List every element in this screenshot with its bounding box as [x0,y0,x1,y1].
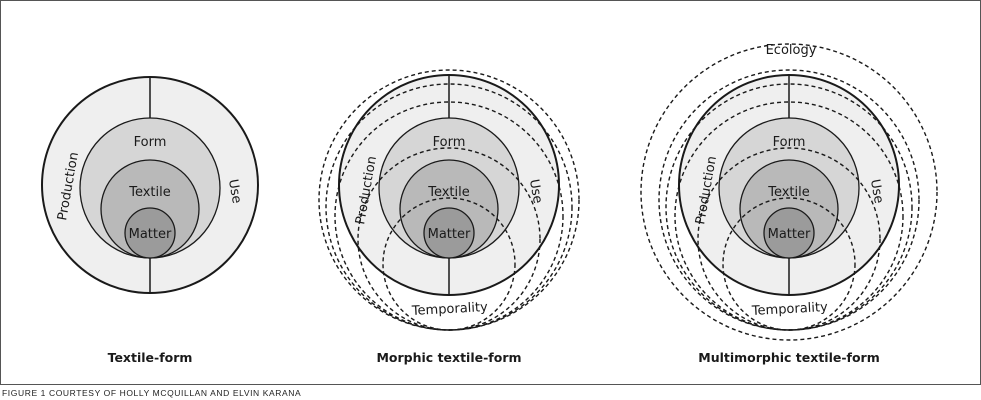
caption-multimorphic-textile-form: Multimorphic textile-form [698,350,880,365]
matter-circle [124,207,176,259]
matter-label: Matter [768,227,811,242]
ecology-rings [640,43,938,341]
matter-circle [763,207,815,259]
use-label: Use [867,178,886,205]
textile-label: Textile [767,185,810,200]
diagram-textile-form: Form Textile Matter Production Use Texti… [41,76,259,365]
diagram-morphic-textile-form: Form Textile Matter Production Use Tempo… [318,69,580,365]
matter-label: Matter [428,227,471,242]
temporality-ring [382,197,516,331]
temporality-rings [658,69,920,331]
ecology-label: Ecology [766,43,817,58]
temporality-ring [357,147,541,331]
temporality-label: Temporality [751,300,829,319]
matter-label: Matter [129,227,172,242]
textile-label: Textile [128,185,171,200]
form-label: Form [134,135,167,150]
textile-label: Textile [427,185,470,200]
temporality-label: Temporality [411,300,489,319]
temporality-rings [318,69,580,331]
form-label: Form [433,135,466,150]
caption-morphic-textile-form: Morphic textile-form [376,350,521,365]
temporality-ring [665,83,913,331]
temporality-ring [697,147,881,331]
use-label: Use [526,178,545,205]
temporality-ring [325,83,573,331]
diagram-multimorphic-textile-form: Ecology Form Textile Matter Production U… [640,43,938,365]
matter-circle [423,207,475,259]
ecology-ring [640,43,938,341]
caption-textile-form: Textile-form [108,350,193,365]
figure-credit: FIGURE 1 COURTESY OF HOLLY MCQUILLAN AND… [2,388,302,398]
form-label: Form [773,135,806,150]
use-label: Use [225,178,244,205]
temporality-ring [722,197,856,331]
